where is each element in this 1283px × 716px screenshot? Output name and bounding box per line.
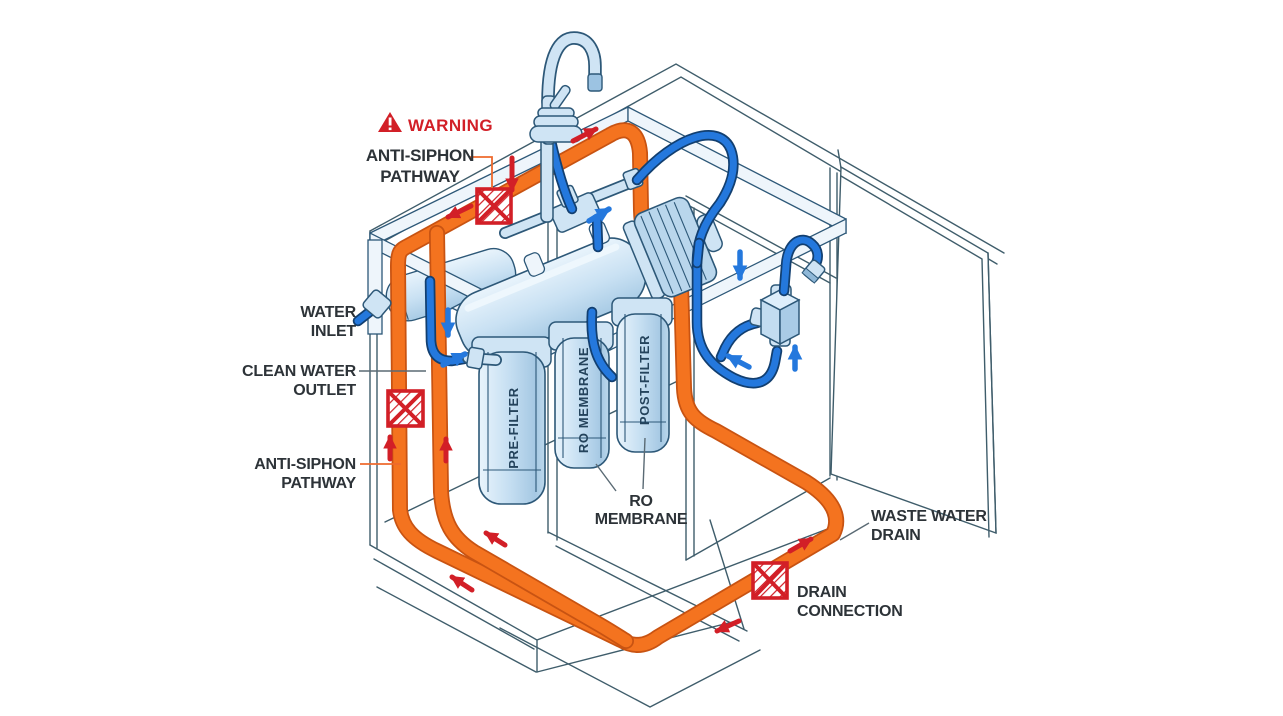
warning-label: WARNING (378, 112, 493, 135)
anti-siphon-left-line2: PATHWAY (281, 475, 356, 492)
inlet-fitting-nut (362, 289, 392, 319)
membrane-clip (523, 252, 546, 277)
postfilter-label: POST-FILTER (637, 335, 652, 425)
warning-hatch-boxes (386, 187, 789, 600)
ro-membrane-line2: MEMBRANE (595, 511, 688, 528)
shutoff-valve (749, 284, 801, 347)
water-inlet-line1: WATER (300, 304, 356, 321)
red-arrow-floor-2 (449, 574, 475, 593)
blue-arrow-into-prefilter (440, 351, 468, 368)
blue-arrow-left-right-bay (725, 353, 752, 370)
countertop-edge (369, 63, 1005, 254)
red-arrow-top-right (570, 126, 599, 144)
cabinet-door (830, 165, 997, 538)
drain-connection-hatch-box (751, 561, 789, 600)
anti-siphon-hatch-box-top (475, 187, 513, 225)
anti-siphon-top-line2: PATHWAY (380, 167, 460, 186)
water-inlet-line2: INLET (311, 323, 357, 340)
rack-leg-left (367, 239, 383, 335)
waste-water-line1: WASTE WATER (871, 508, 987, 525)
faucet-spout-tip (587, 73, 603, 92)
faucet-gooseneck (543, 32, 600, 107)
clean-water-line2: OUTLET (293, 382, 356, 399)
faucet (529, 31, 603, 223)
warning-text: WARNING (408, 116, 493, 135)
prefilter-canister: PRE-FILTER (471, 336, 552, 505)
ro-membrane-canister: RO MEMBRANE (548, 321, 614, 469)
red-arrow-drain-left (714, 618, 742, 634)
filter-assembly: PRE-FILTER RO MEMBRANE POST-FILTER (450, 167, 723, 505)
drain-connection-line1: DRAIN (797, 584, 847, 601)
connector-nut (466, 346, 485, 370)
partition-floor-edge (685, 477, 831, 630)
blue-arrow-manifold (586, 206, 612, 224)
drain-connection-line2: CONNECTION (797, 603, 903, 620)
red-arrow-top-left (445, 203, 474, 220)
faucet-under-counter-stem (540, 137, 554, 223)
flow-arrows (383, 126, 814, 634)
anti-siphon-hatch-box-left (386, 389, 425, 428)
prefilter-label: PRE-FILTER (506, 387, 521, 469)
waste-water-leader (839, 522, 870, 541)
ro-membrane-leaders (595, 437, 646, 492)
waste-water-line2: DRAIN (871, 527, 921, 544)
ro-canister-label: RO MEMBRANE (576, 347, 591, 453)
right-bay-floor (547, 531, 748, 642)
anti-siphon-top-leader (470, 156, 493, 188)
red-arrow-floor-1 (483, 530, 508, 548)
anti-siphon-left-line1: ANTI-SIPHON (254, 456, 356, 473)
red-arrow-drain-right (787, 536, 814, 554)
anti-siphon-top-line1: ANTI-SIPHON (366, 146, 474, 165)
clean-water-line1: CLEAN WATER (242, 363, 357, 380)
spout-end-cap (801, 259, 826, 284)
postfilter-canister: POST-FILTER (611, 297, 673, 453)
labels: WARNING ANTI-SIPHON PATHWAY WATER INLET … (242, 112, 988, 620)
ro-membrane-line1: RO (629, 493, 653, 510)
plinth-base (373, 558, 761, 708)
cabinet-partition (685, 195, 837, 561)
